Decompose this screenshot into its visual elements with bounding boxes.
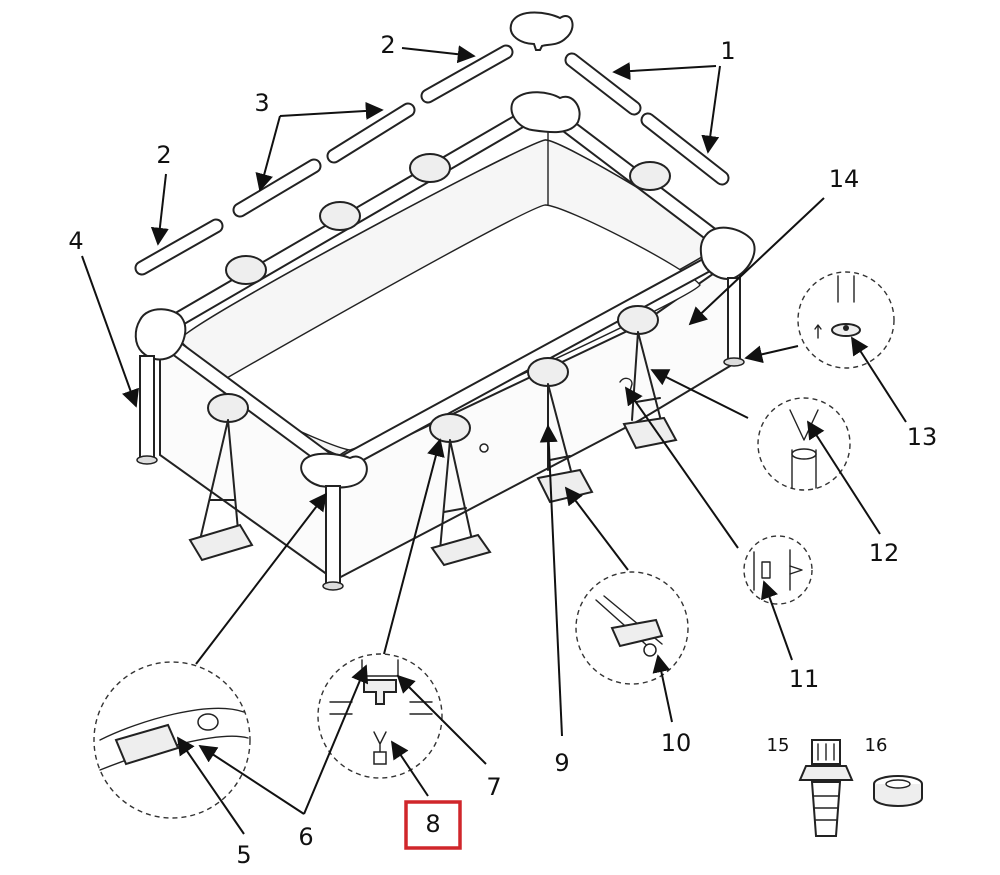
label-9: 9 xyxy=(554,749,569,777)
a-frame-supports xyxy=(188,331,678,567)
exploded-rails xyxy=(134,11,730,276)
rail-connector xyxy=(225,255,267,285)
leader-arrows xyxy=(81,45,907,835)
corner-cap-front xyxy=(300,452,368,489)
label-2-top: 2 xyxy=(380,31,395,59)
label-5: 5 xyxy=(236,841,251,869)
rail-connector xyxy=(429,413,471,443)
label-12: 12 xyxy=(869,539,900,567)
rail-2-left xyxy=(134,218,224,276)
rail-2-top xyxy=(420,44,514,104)
rail-1a xyxy=(564,52,642,116)
rail-connector xyxy=(207,393,249,423)
rail-connector xyxy=(409,153,451,183)
label-7: 7 xyxy=(486,773,501,801)
label-3: 3 xyxy=(254,89,269,117)
hose-adapter-part xyxy=(798,739,854,837)
detail-7-8 xyxy=(317,653,443,779)
rail-3b xyxy=(232,158,322,218)
label-8: 8 xyxy=(425,810,440,838)
pool-floor xyxy=(214,204,701,451)
label-10: 10 xyxy=(661,729,692,757)
label-14: 14 xyxy=(829,165,860,193)
strainer-ring-part xyxy=(873,775,923,807)
detail-5-6 xyxy=(93,661,251,819)
detail-13 xyxy=(797,271,895,369)
label-16: 16 xyxy=(865,735,888,756)
label-15: 15 xyxy=(767,735,790,756)
detail-11 xyxy=(743,535,813,605)
part-labels: 1 2 2 3 4 5 6 7 8 9 10 11 12 13 14 15 16 xyxy=(68,31,937,869)
label-8-highlight-box xyxy=(404,800,462,850)
detail-12 xyxy=(757,397,851,491)
detail-10 xyxy=(575,571,689,685)
rail-connector xyxy=(617,305,659,335)
hose-connector-knob xyxy=(619,377,633,399)
rail-1b xyxy=(640,112,730,186)
pool-body xyxy=(134,91,756,591)
corner-cap-back xyxy=(510,91,581,134)
label-2-left: 2 xyxy=(156,141,171,169)
rail-connector xyxy=(527,357,569,387)
label-11: 11 xyxy=(789,665,820,693)
label-6: 6 xyxy=(298,823,313,851)
corner-legs xyxy=(136,277,745,591)
corner-cap-top xyxy=(509,11,574,51)
rail-connector xyxy=(319,201,361,231)
corner-cap-left xyxy=(134,308,187,361)
label-13: 13 xyxy=(907,423,938,451)
drain-valve xyxy=(479,443,489,453)
label-4: 4 xyxy=(68,227,83,255)
rail-connector xyxy=(629,161,671,191)
rail-3a xyxy=(326,102,416,164)
label-1: 1 xyxy=(720,37,735,65)
